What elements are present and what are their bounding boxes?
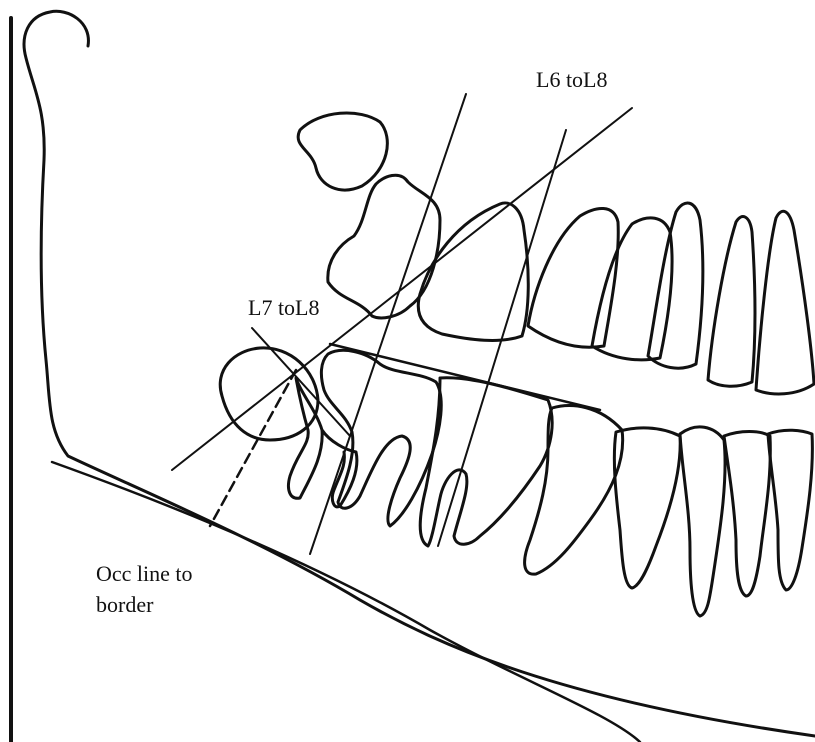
lower-premolar-icon	[525, 406, 623, 575]
lower-molar-2-icon	[420, 378, 552, 546]
mandible-outline-icon	[24, 11, 815, 736]
occ-to-border-dashed-line	[210, 370, 296, 526]
label-occ-line-to-border-line1: Occ line to	[96, 560, 193, 588]
label-occ-line-to-border-line2: border	[96, 591, 153, 619]
lower-canine-icon	[680, 427, 725, 616]
label-l6-to-l8: L6 toL8	[536, 66, 608, 94]
upper-incisor-2-icon	[756, 211, 814, 394]
lower-incisor-icon	[724, 432, 770, 597]
l8-axis-line	[172, 108, 632, 470]
lower-premolar-2-icon	[614, 428, 680, 588]
upper-canine-icon	[648, 203, 703, 368]
label-l7-to-l8: L7 toL8	[248, 294, 320, 322]
lower-incisor-2-icon	[768, 430, 812, 590]
upper-incisor-icon	[708, 217, 755, 387]
lower-molar-l7-icon	[288, 378, 356, 507]
upper-molar-icon	[418, 203, 528, 340]
upper-tooth-bud-icon	[298, 113, 387, 190]
upper-molar-crown-icon	[328, 175, 440, 318]
upper-premolar-icon	[528, 208, 618, 347]
